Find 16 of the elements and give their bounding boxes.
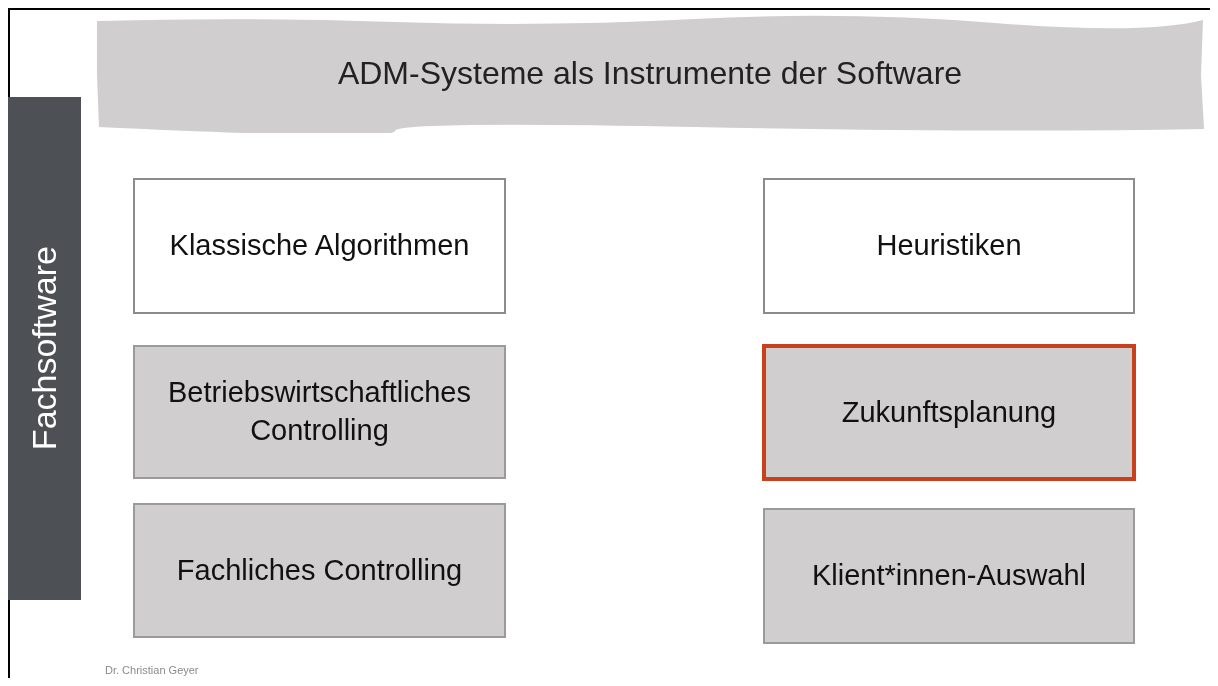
category-box [133,178,506,314]
box-label: Fachliches Controlling [176,552,463,588]
example-box [133,503,506,638]
band-label: Fachsoftware [24,246,65,451]
title-text: ADM-Systeme als Instrumente der Software [336,55,964,92]
box-label: Klassische Algorithmen [169,228,470,264]
highlighted-box [762,344,1136,481]
box-label: Zukunftsplanung [841,394,1057,430]
example-box [133,345,506,479]
side-band [8,97,81,600]
author-footer: Dr. Christian Geyer [105,664,199,676]
box-label: Betriebswirtschaftliches Controlling [167,375,472,448]
example-box [763,508,1135,644]
category-box [763,178,1135,314]
box-label: Heuristiken [876,228,1022,264]
box-label: Klient*innen-Auswahl [811,558,1087,594]
